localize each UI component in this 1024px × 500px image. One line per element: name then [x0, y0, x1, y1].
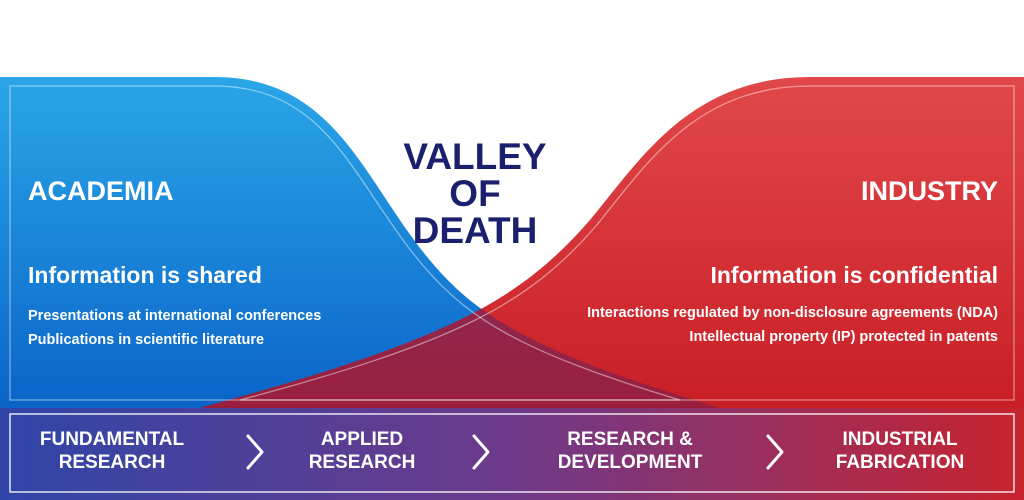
industry-title: INDUSTRY [860, 176, 998, 206]
valley-of-death-label: VALLEY OF DEATH [403, 136, 547, 251]
chevron-right-icon [472, 434, 490, 470]
academia-subtitle: Information is shared [28, 262, 262, 288]
chevron-right-icon [766, 434, 784, 470]
academia-point: Presentations at international conferenc… [28, 308, 322, 324]
academia-area [0, 77, 720, 408]
industry-point: Interactions regulated by non-disclosure… [587, 305, 998, 321]
industry-point: Intellectual property (IP) protected in … [689, 329, 998, 345]
pipeline-bar [0, 408, 1024, 500]
academia-point: Publications in scientific literature [28, 332, 265, 348]
industry-area [200, 77, 1024, 408]
industry-subtitle: Information is confidential [710, 262, 998, 288]
academia-title: ACADEMIA [28, 176, 174, 206]
chevron-right-icon [246, 434, 264, 470]
stage-research-development: RESEARCH &DEVELOPMENT [557, 429, 703, 473]
